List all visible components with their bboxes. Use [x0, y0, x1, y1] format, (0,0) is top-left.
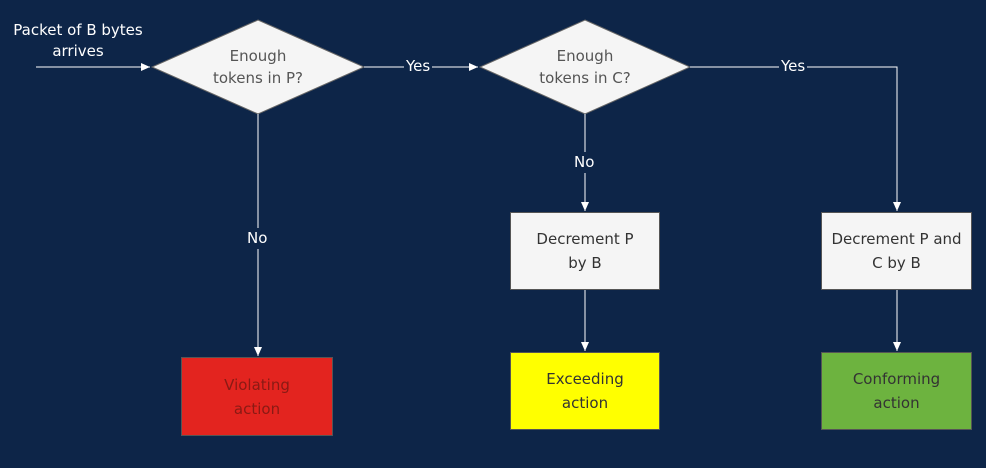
- decision-p-label: Enough tokens in P?: [213, 47, 303, 87]
- start-label: Packet of B bytes arrives: [13, 21, 143, 60]
- yes-label-p: Yes: [404, 56, 433, 77]
- yes-label-c: Yes: [779, 56, 808, 77]
- exceeding-action-box: Exceeding action: [510, 352, 660, 430]
- arrow-c-to-decrement-pc: [690, 66, 901, 211]
- decrement-p-box: Decrement P by B: [510, 212, 660, 290]
- conforming-action-box: Conforming action: [821, 352, 972, 430]
- decrement-pc-box: Decrement P and C by B: [821, 212, 972, 290]
- no-label-c: No: [572, 152, 597, 173]
- violating-action-box: Violating action: [181, 357, 333, 436]
- no-label-p: No: [245, 228, 270, 249]
- decision-c-label: Enough tokens in C?: [539, 47, 631, 87]
